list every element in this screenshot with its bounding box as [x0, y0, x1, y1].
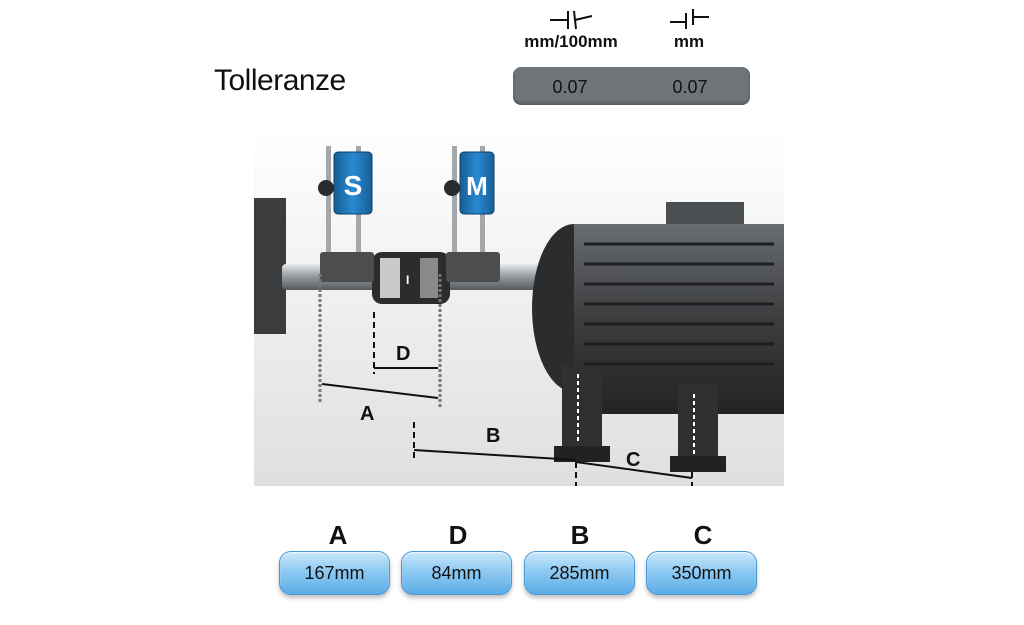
alignment-diagram: I S M: [254, 126, 784, 486]
tolerance-angle-unit: mm/100mm: [524, 32, 618, 51]
sensor-m-label: M: [466, 171, 488, 201]
sensor-s-assembly: S: [318, 146, 374, 402]
diagram-label-d: D: [396, 343, 410, 365]
tolerance-offset-header: mm: [624, 8, 754, 52]
tolerance-values-bar[interactable]: 0.07 0.07: [513, 67, 750, 105]
sensor-m-assembly: M: [438, 146, 500, 408]
sensor-s-label: S: [344, 170, 363, 201]
offset-misalignment-icon: [670, 9, 709, 29]
angular-misalignment-icon: [550, 10, 593, 30]
tolerance-angle-value[interactable]: 0.07: [552, 77, 588, 97]
measurement-label-b: B: [570, 520, 590, 550]
motor: [532, 202, 784, 472]
left-machine: [254, 198, 286, 334]
measurement-label-a: A: [328, 520, 348, 550]
diagram-label-c: C: [626, 449, 640, 471]
page-title: Tolleranze: [214, 64, 346, 97]
dimension-line-c: [575, 461, 693, 479]
dimension-line-a: [321, 383, 439, 399]
diagram-label-a: A: [360, 403, 374, 425]
dimension-line-b: [413, 449, 577, 461]
tolerance-offset-unit: mm: [673, 32, 705, 51]
measurement-label-c: C: [693, 520, 713, 550]
svg-text:I: I: [406, 273, 409, 287]
measurement-label-d: D: [448, 520, 468, 550]
measurement-a-button[interactable]: 167mm: [279, 551, 390, 595]
coupling: I: [372, 252, 450, 304]
tolerance-offset-value[interactable]: 0.07: [672, 77, 708, 97]
diagram-label-b: B: [486, 425, 500, 447]
tolerance-angle-header: mm/100mm: [506, 8, 636, 52]
measurement-c-button[interactable]: 350mm: [646, 551, 757, 595]
measurement-d-button[interactable]: 84mm: [401, 551, 512, 595]
measurement-b-button[interactable]: 285mm: [524, 551, 635, 595]
